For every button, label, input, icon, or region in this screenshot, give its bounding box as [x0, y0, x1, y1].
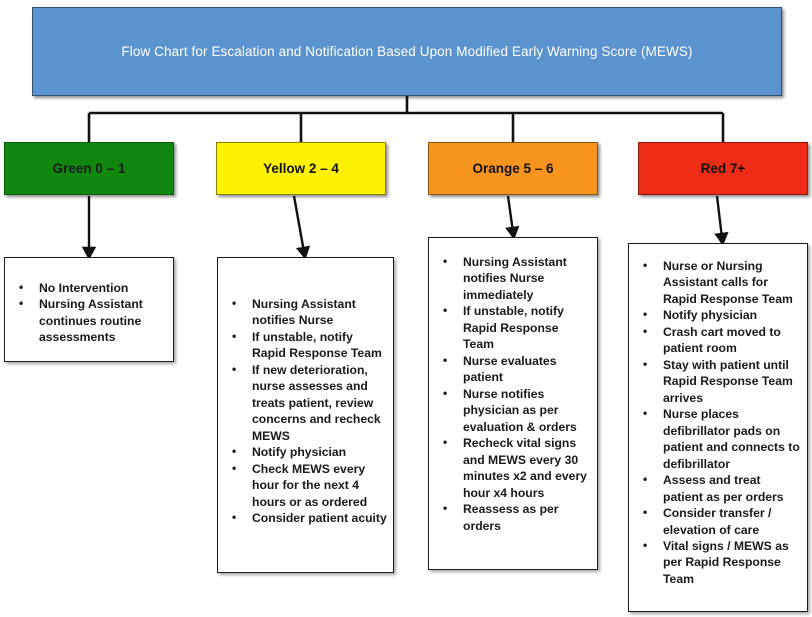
action-item: Check MEWS every hour for the next 4 hou…: [222, 460, 387, 510]
detail-box-green: No InterventionNursing Assistant continu…: [4, 257, 174, 362]
chart-title-text: Flow Chart for Escalation and Notificati…: [121, 43, 693, 59]
action-item: Reassess as per orders: [433, 500, 591, 534]
action-item: Stay with patient until Rapid Response T…: [633, 356, 801, 406]
action-item: If unstable, notify Rapid Response Team: [433, 302, 591, 352]
action-item: Assess and treat patient as per orders: [633, 471, 801, 505]
action-item: Recheck vital signs and MEWS every 30 mi…: [433, 434, 591, 501]
category-label-yellow: Yellow 2 – 4: [263, 161, 339, 176]
action-item: Nurse places defibrillator pads on patie…: [633, 405, 801, 472]
action-list-orange: Nursing Assistant notifies Nurse immedia…: [433, 253, 591, 534]
action-list-red: Nurse or Nursing Assistant calls for Rap…: [633, 257, 801, 587]
detail-box-red: Nurse or Nursing Assistant calls for Rap…: [628, 243, 808, 612]
action-item: Nursing Assistant notifies Nurse: [222, 295, 387, 329]
action-item: Nursing Assistant continues routine asse…: [9, 295, 165, 345]
arrow-red: [714, 195, 729, 246]
category-label-red: Red 7+: [700, 161, 746, 176]
action-item: Notify physician: [222, 443, 387, 460]
detail-inner-yellow: Nursing Assistant notifies NurseIf unsta…: [218, 258, 393, 535]
action-item: Consider patient acuity: [222, 509, 387, 526]
category-box-red[interactable]: Red 7+: [638, 142, 808, 195]
action-item: Vital signs / MEWS as per Rapid Response…: [633, 537, 801, 587]
action-list-green: No InterventionNursing Assistant continu…: [9, 279, 165, 346]
action-item: No Intervention: [9, 279, 165, 296]
category-box-green[interactable]: Green 0 – 1: [4, 142, 174, 195]
chart-title-box: Flow Chart for Escalation and Notificati…: [32, 7, 782, 96]
action-item: Nursing Assistant notifies Nurse immedia…: [433, 253, 591, 303]
category-label-green: Green 0 – 1: [52, 161, 126, 176]
action-item: Crash cart moved to patient room: [633, 323, 801, 357]
arrow-orange: [505, 195, 520, 240]
category-box-yellow[interactable]: Yellow 2 – 4: [216, 142, 386, 195]
detail-inner-red: Nurse or Nursing Assistant calls for Rap…: [629, 244, 807, 595]
action-list-yellow: Nursing Assistant notifies NurseIf unsta…: [222, 295, 387, 527]
action-item: Nurse notifies physician as per evaluati…: [433, 385, 591, 435]
arrow-yellow: [292, 195, 311, 260]
detail-box-yellow: Nursing Assistant notifies NurseIf unsta…: [217, 257, 394, 573]
detail-box-orange: Nursing Assistant notifies Nurse immedia…: [428, 237, 598, 570]
action-item: If unstable, notify Rapid Response Team: [222, 328, 387, 362]
action-item: Notify physician: [633, 306, 801, 323]
action-item: Consider transfer / elevation of care: [633, 504, 801, 538]
detail-inner-green: No InterventionNursing Assistant continu…: [5, 258, 173, 354]
category-box-orange[interactable]: Orange 5 – 6: [428, 142, 598, 195]
category-label-orange: Orange 5 – 6: [472, 161, 554, 176]
action-item: Nurse evaluates patient: [433, 352, 591, 386]
detail-inner-orange: Nursing Assistant notifies Nurse immedia…: [429, 238, 597, 542]
action-item: If new deterioration, nurse assesses and…: [222, 361, 387, 444]
action-item: Nurse or Nursing Assistant calls for Rap…: [633, 257, 801, 307]
